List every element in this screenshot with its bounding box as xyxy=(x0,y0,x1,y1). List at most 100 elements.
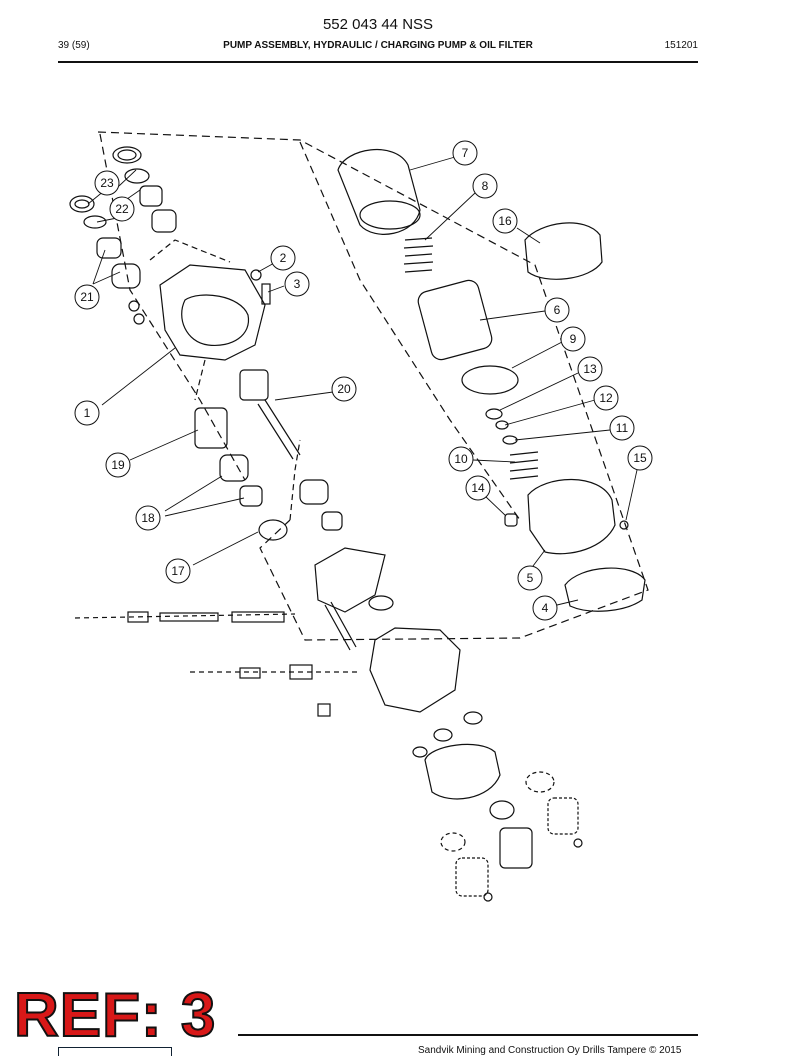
seal-ring xyxy=(502,435,518,445)
callout-12 xyxy=(593,385,619,411)
valve-spool xyxy=(159,612,219,622)
seal-ring xyxy=(412,746,428,758)
seal-ring xyxy=(83,215,107,229)
filter-cover xyxy=(524,222,603,280)
drive-gear-shaft xyxy=(239,369,269,401)
filter-element xyxy=(417,279,493,361)
assembly-dashed-line xyxy=(289,439,301,521)
bearing xyxy=(299,479,329,505)
revision-code: 151201 xyxy=(664,40,698,51)
callout-15 xyxy=(627,445,653,471)
callout-label-7: 7 xyxy=(462,146,469,160)
callout-2 xyxy=(270,245,296,271)
filter-spring xyxy=(403,237,434,273)
callout-label-19: 19 xyxy=(111,458,125,472)
bolt xyxy=(317,703,331,717)
callout-label-8: 8 xyxy=(482,179,489,193)
valve-plug xyxy=(127,611,149,623)
callout-label-1: 1 xyxy=(84,406,91,420)
pump-housing xyxy=(159,264,266,361)
gasket xyxy=(564,567,646,612)
callout-label-2: 2 xyxy=(280,251,287,265)
pump-housing-bore xyxy=(181,294,250,347)
assembly-dashed-line xyxy=(99,133,246,481)
callout-label-17: 17 xyxy=(171,564,185,578)
callout-group xyxy=(74,140,653,621)
drive-shaft xyxy=(257,399,301,460)
small-nut xyxy=(128,300,140,312)
callout-label-21: 21 xyxy=(80,290,94,304)
seal-ring xyxy=(433,728,453,742)
assembly-dashed-line xyxy=(194,359,206,401)
assembly-dashed-frame xyxy=(97,131,649,641)
callout-14 xyxy=(465,475,491,501)
callout-label-23: 23 xyxy=(100,176,114,190)
header-rule xyxy=(58,61,698,63)
needle-bearing xyxy=(547,797,579,835)
ref-badge: REF: 3 xyxy=(13,981,217,1050)
callout-9 xyxy=(560,326,586,352)
snap-ring xyxy=(258,519,288,541)
page-title: PUMP ASSEMBLY, HYDRAULIC / CHARGING PUMP… xyxy=(223,40,533,51)
callout-21 xyxy=(74,284,100,310)
callout-label-10: 10 xyxy=(454,452,468,466)
valve-plug xyxy=(239,667,261,679)
seal-ring xyxy=(463,711,483,725)
pump-gasket xyxy=(424,743,501,800)
callout-label-20: 20 xyxy=(337,382,351,396)
callout-19 xyxy=(105,452,131,478)
page-number: 39 (59) xyxy=(58,40,90,51)
snap-ring xyxy=(489,800,515,820)
callout-7 xyxy=(452,140,478,166)
valve-spring xyxy=(231,611,285,623)
needle-bearing xyxy=(455,857,489,897)
bearing xyxy=(219,454,249,482)
bearing xyxy=(321,511,343,531)
callout-8 xyxy=(472,173,498,199)
valve-spring xyxy=(509,451,539,480)
snap-ring xyxy=(525,771,555,793)
page-header: 39 (59) PUMP ASSEMBLY, HYDRAULIC / CHARG… xyxy=(58,40,698,56)
company-logo xyxy=(58,1047,172,1056)
callout-label-18: 18 xyxy=(141,511,155,525)
callout-10 xyxy=(448,446,474,472)
callout-label-3: 3 xyxy=(294,277,301,291)
assembly-dashed-line xyxy=(149,239,231,263)
callout-20 xyxy=(331,376,357,402)
callout-label-22: 22 xyxy=(115,202,129,216)
bearing xyxy=(96,237,122,259)
valve-cover-plate xyxy=(314,547,386,613)
seal-ring xyxy=(485,408,503,420)
small-plug xyxy=(483,892,493,902)
valve-plug xyxy=(289,664,313,680)
filter-bowl xyxy=(337,148,421,235)
callout-label-4: 4 xyxy=(542,601,549,615)
callout-label-9: 9 xyxy=(570,332,577,346)
callout-label-11: 11 xyxy=(616,421,629,435)
snap-ring xyxy=(440,832,466,852)
bearing xyxy=(239,485,263,507)
small-plug xyxy=(619,520,629,530)
seal-ring xyxy=(495,420,509,430)
seal-ring xyxy=(368,595,394,611)
seal-ring xyxy=(74,199,90,209)
callout-3 xyxy=(284,271,310,297)
control-rod xyxy=(324,601,357,651)
callout-6 xyxy=(544,297,570,323)
footer-rule xyxy=(238,1034,698,1036)
assembly-dashed-line xyxy=(299,141,521,521)
callout-label-15: 15 xyxy=(633,451,647,465)
callout-1 xyxy=(74,400,100,426)
valve-spool-line xyxy=(74,613,360,673)
seal-ring xyxy=(112,146,142,164)
filter-head xyxy=(527,478,616,555)
callout-label-14: 14 xyxy=(471,481,485,495)
callout-label-12: 12 xyxy=(599,391,613,405)
callout-23 xyxy=(94,170,120,196)
o-ring xyxy=(461,365,519,395)
callout-18 xyxy=(135,505,161,531)
bolt xyxy=(261,283,271,305)
small-nut xyxy=(133,313,145,325)
document-number: 552 043 44 NSS xyxy=(322,16,434,33)
